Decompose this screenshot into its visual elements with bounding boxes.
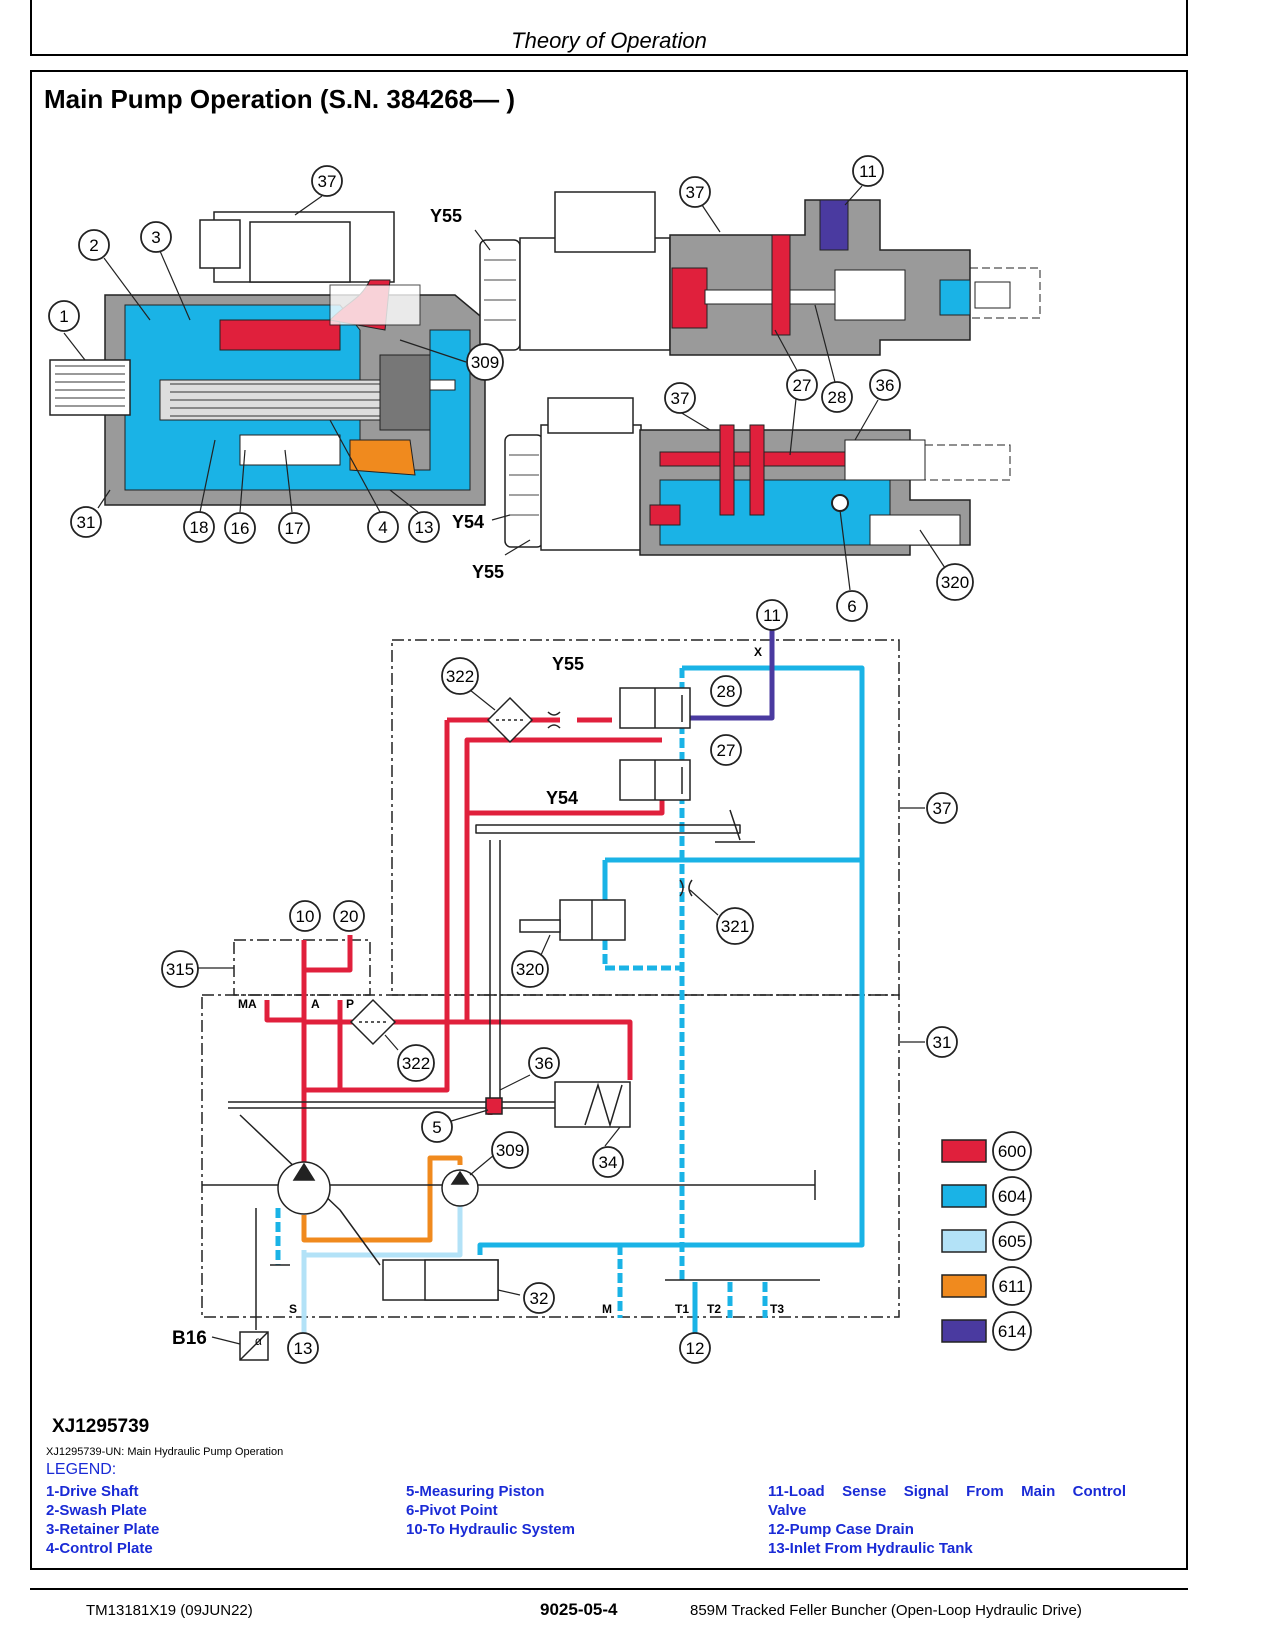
legend-column-2: 5-Measuring Piston 6-Pivot Point 10-To H… bbox=[406, 1482, 575, 1539]
legend-column-1: 1-Drive Shaft 2-Swash Plate 3-Retainer P… bbox=[46, 1482, 159, 1558]
figure-frame bbox=[30, 70, 1188, 1570]
callout-31-pump: 31 bbox=[77, 513, 96, 532]
label-y55-schematic: Y55 bbox=[552, 654, 584, 674]
legend-item: 2-Swash Plate bbox=[46, 1502, 147, 1519]
callout-12: 12 bbox=[686, 1339, 705, 1358]
callout-37-schematic: 37 bbox=[933, 799, 952, 818]
label-t1: T1 bbox=[675, 1302, 689, 1316]
legend-item: 13-Inlet From Hydraulic Tank bbox=[768, 1540, 973, 1557]
callout-322-upper: 322 bbox=[446, 667, 474, 686]
callout-28-valve: 28 bbox=[828, 388, 847, 407]
callout-16: 16 bbox=[231, 519, 250, 538]
header-box: Theory of Operation bbox=[30, 0, 1188, 56]
label-alpha: α bbox=[255, 1334, 262, 1348]
figure-id: XJ1295739 bbox=[52, 1416, 150, 1437]
label-y54-schematic: Y54 bbox=[546, 788, 578, 808]
diagram-labels: Y55 Y54 Y55 Y55 Y54 B16 X MA A P S M T1 … bbox=[172, 206, 784, 1349]
legend-item: 11-Load Sense Signal From Main Control bbox=[768, 1483, 1126, 1500]
callout-20: 20 bbox=[340, 907, 359, 926]
legend-item: 4-Control Plate bbox=[46, 1540, 153, 1557]
label-t2: T2 bbox=[707, 1302, 721, 1316]
legend-item: 6-Pivot Point bbox=[406, 1502, 498, 1519]
callout-11-valve: 11 bbox=[859, 162, 877, 181]
label-y55-lower: Y55 bbox=[472, 562, 504, 582]
label-x: X bbox=[754, 645, 762, 659]
schematic-components bbox=[239, 687, 693, 1361]
control-valve-lower bbox=[504, 397, 1011, 556]
key-code-600: 600 bbox=[998, 1142, 1026, 1161]
callout-31-schematic: 31 bbox=[933, 1033, 952, 1052]
key-code-604: 604 bbox=[998, 1187, 1026, 1206]
callout-321: 321 bbox=[721, 917, 749, 936]
label-b16: B16 bbox=[172, 1328, 207, 1349]
callout-10: 10 bbox=[296, 907, 315, 926]
callout-4: 4 bbox=[378, 518, 387, 537]
callout-322-lower: 322 bbox=[402, 1054, 430, 1073]
label-y54-cutaway: Y54 bbox=[452, 512, 484, 532]
callout-18: 18 bbox=[190, 518, 209, 537]
key-swatch-604 bbox=[941, 1184, 987, 1208]
callout-28-schematic: 28 bbox=[717, 682, 736, 701]
leader-lines bbox=[63, 185, 946, 1345]
callout-37-valve-lower: 37 bbox=[671, 389, 690, 408]
legend-column-3: 11-Load Sense Signal From Main Control V… bbox=[768, 1482, 1126, 1558]
legend-item: 1-Drive Shaft bbox=[46, 1483, 139, 1500]
pump-cutaway bbox=[49, 211, 486, 506]
callout-labels: 1 2 3 37 309 31 18 16 17 4 13 37 11 27 2… bbox=[59, 162, 969, 1358]
legend-item: 12-Pump Case Drain bbox=[768, 1521, 914, 1538]
callout-36-valve: 36 bbox=[876, 376, 895, 395]
callout-11-schematic: 11 bbox=[763, 606, 781, 625]
footer-machine: 859M Tracked Feller Buncher (Open-Loop H… bbox=[690, 1602, 1082, 1619]
legend-item-continued: Valve bbox=[768, 1502, 807, 1519]
key-code-611: 611 bbox=[998, 1277, 1025, 1296]
key-swatch-605 bbox=[941, 1229, 987, 1253]
callout-34: 34 bbox=[599, 1153, 618, 1172]
control-valve-upper bbox=[479, 191, 1041, 356]
callout-13-pump: 13 bbox=[415, 518, 434, 537]
key-code-605: 605 bbox=[998, 1232, 1026, 1251]
legend-item: 3-Retainer Plate bbox=[46, 1521, 160, 1538]
label-t3: T3 bbox=[770, 1302, 784, 1316]
footer-doc-id: TM13181X19 (09JUN22) bbox=[86, 1602, 253, 1619]
callout-309-pump: 309 bbox=[471, 353, 499, 372]
callout-5: 5 bbox=[432, 1118, 441, 1137]
callout-27-schematic: 27 bbox=[717, 741, 736, 760]
header-title: Theory of Operation bbox=[511, 28, 707, 53]
callout-315: 315 bbox=[166, 960, 194, 979]
key-swatch-600 bbox=[941, 1139, 987, 1163]
callout-1: 1 bbox=[59, 307, 68, 326]
callout-36-schematic: 36 bbox=[535, 1054, 554, 1073]
callout-27-valve: 27 bbox=[793, 376, 812, 395]
key-swatch-614 bbox=[941, 1319, 987, 1343]
label-p: P bbox=[346, 997, 354, 1011]
callout-309-schematic: 309 bbox=[496, 1141, 524, 1160]
callout-32: 32 bbox=[530, 1289, 549, 1308]
key-code-614: 614 bbox=[998, 1322, 1026, 1341]
label-y55-upper: Y55 bbox=[430, 206, 462, 226]
callout-2: 2 bbox=[89, 236, 98, 255]
callout-320-schematic: 320 bbox=[516, 960, 544, 979]
footer-rule bbox=[30, 1588, 1188, 1590]
callout-6: 6 bbox=[847, 597, 856, 616]
label-m: M bbox=[602, 1302, 612, 1316]
color-key: 600 604 605 611 614 bbox=[941, 1131, 1032, 1351]
callout-37-pump: 37 bbox=[318, 172, 337, 191]
label-s: S bbox=[289, 1302, 297, 1316]
key-swatch-611 bbox=[941, 1274, 987, 1298]
legend-item: 5-Measuring Piston bbox=[406, 1483, 545, 1500]
figure-caption: XJ1295739-UN: Main Hydraulic Pump Operat… bbox=[46, 1446, 284, 1458]
legend-title: LEGEND: bbox=[46, 1461, 117, 1478]
callout-circles bbox=[48, 155, 974, 1364]
callout-320-valve: 320 bbox=[941, 573, 969, 592]
callout-37-valve-upper: 37 bbox=[686, 183, 705, 202]
callout-3: 3 bbox=[151, 228, 160, 247]
callout-13-schematic: 13 bbox=[294, 1339, 313, 1358]
callout-17: 17 bbox=[285, 519, 304, 538]
label-ma: MA bbox=[238, 997, 257, 1011]
footer-page-number: 9025-05-4 bbox=[540, 1600, 618, 1619]
legend-item: 10-To Hydraulic System bbox=[406, 1521, 575, 1538]
label-a: A bbox=[311, 997, 320, 1011]
section-title: Main Pump Operation (S.N. 384268— ) bbox=[44, 84, 515, 114]
